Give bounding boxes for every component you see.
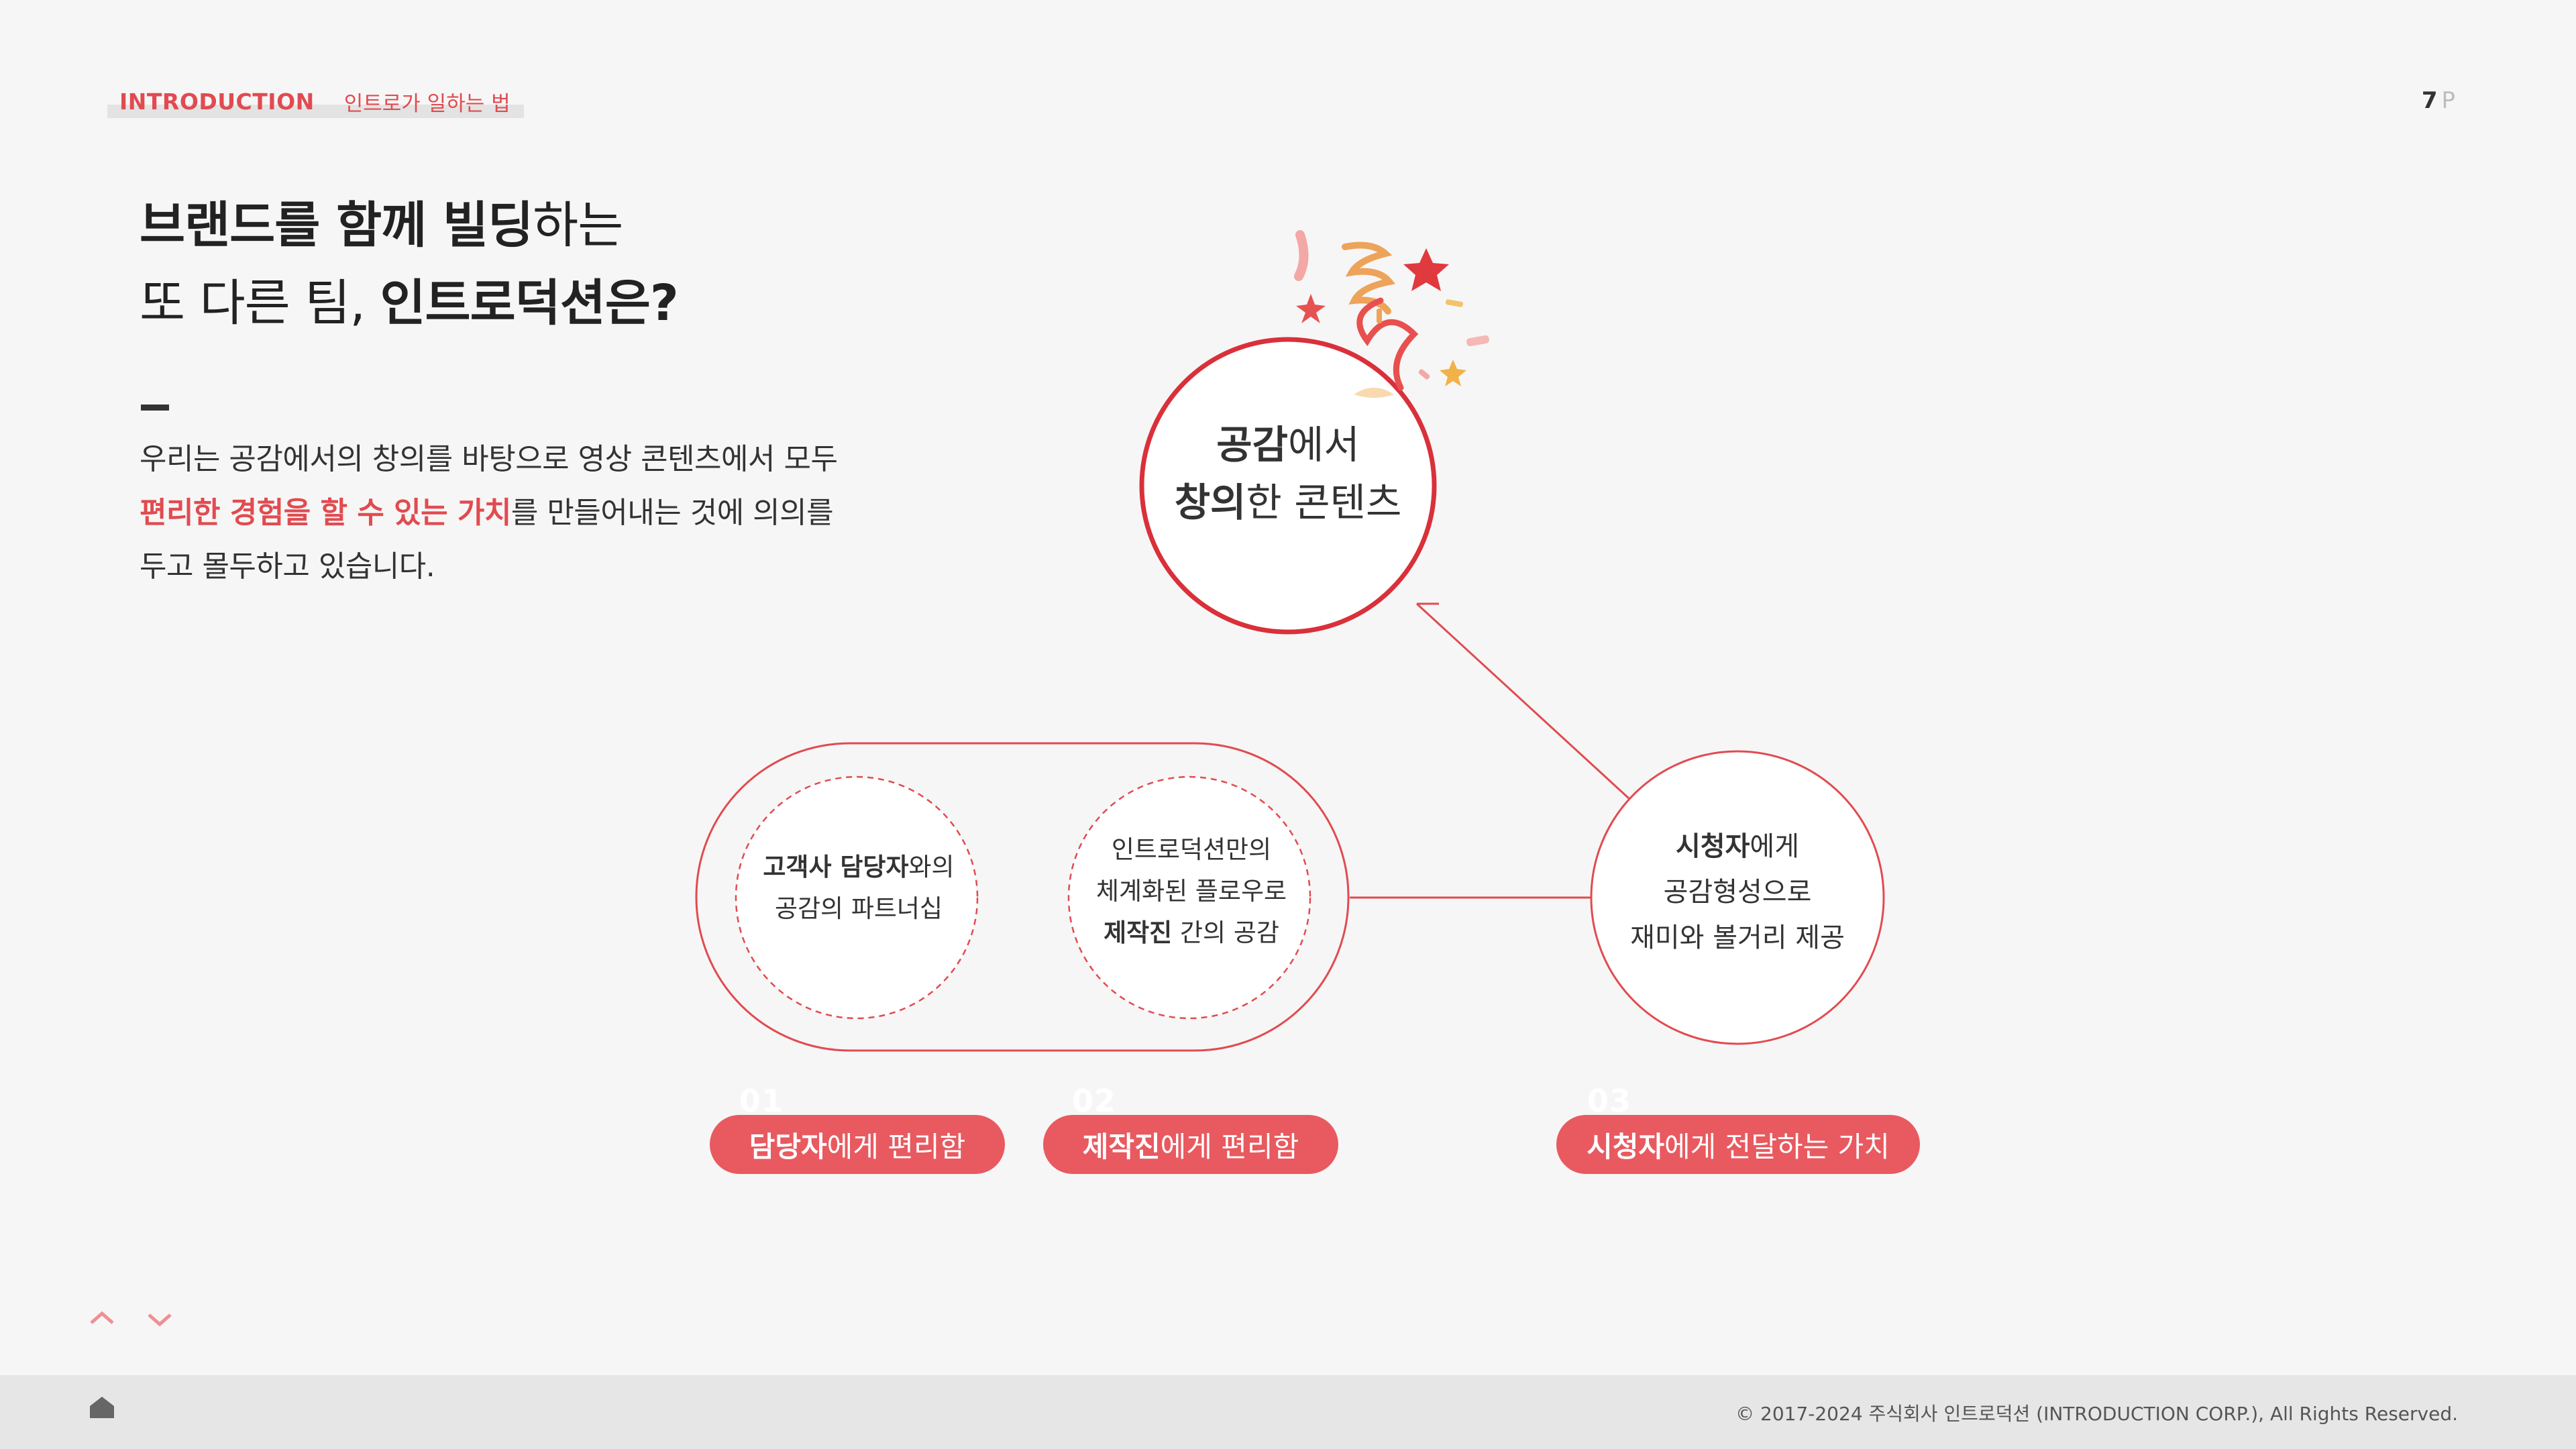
connector-line-diagonal bbox=[1415, 602, 1630, 800]
circle-viewer bbox=[1590, 750, 1885, 1045]
circle-partnership bbox=[735, 775, 979, 1020]
breadcrumb: INTRODUCTION 인트로가 일하는 법 bbox=[107, 86, 524, 118]
label-number-02: 02 bbox=[1072, 1083, 1117, 1119]
footer: © 2017-2024 주식회사 인트로덕션 (INTRODUCTION COR… bbox=[0, 1375, 2576, 1449]
label-number-03: 03 bbox=[1587, 1083, 1632, 1119]
chevron-up-icon bbox=[90, 1311, 114, 1324]
page-title: 브랜드를 함께 빌딩하는 또 다른 팀, 인트로덕션은? bbox=[140, 197, 679, 332]
partnership-circle-text: 고객사 담당자와의 공감의 파트너십 bbox=[763, 853, 955, 923]
confetti-icon bbox=[1294, 230, 1489, 398]
empathy-circle-text: 공감에서 창의한 콘텐츠 bbox=[1174, 422, 1402, 525]
breadcrumb-subsection[interactable]: 인트로가 일하는 법 bbox=[343, 91, 511, 116]
description: 우리는 공감에서의 창의를 바탕으로 영상 콘텐츠에서 모두 편리한 경험을 할… bbox=[140, 442, 838, 584]
partnership-capsule bbox=[695, 742, 1350, 1052]
circle-empathy bbox=[1139, 337, 1437, 635]
circle-production bbox=[1067, 775, 1311, 1020]
breadcrumb-section[interactable]: INTRODUCTION bbox=[119, 88, 315, 115]
prev-page-button[interactable] bbox=[89, 1307, 115, 1334]
viewer-circle-text: 시청자에게 공감형성으로 재미와 볼거리 제공 bbox=[1630, 831, 1845, 953]
title-divider bbox=[141, 405, 169, 411]
copyright: © 2017-2024 주식회사 인트로덕션 (INTRODUCTION COR… bbox=[1735, 1403, 2458, 1425]
production-circle-text: 인트로덕션만의 체계화된 플로우로 제작진 간의 공감 bbox=[1095, 835, 1287, 947]
description-highlight: 편리한 경험을 할 수 있는 가치 bbox=[140, 496, 511, 530]
next-page-button[interactable] bbox=[146, 1307, 173, 1334]
label-number-01: 01 bbox=[739, 1083, 784, 1119]
chevron-down-icon bbox=[148, 1313, 172, 1327]
home-icon[interactable] bbox=[87, 1394, 117, 1421]
